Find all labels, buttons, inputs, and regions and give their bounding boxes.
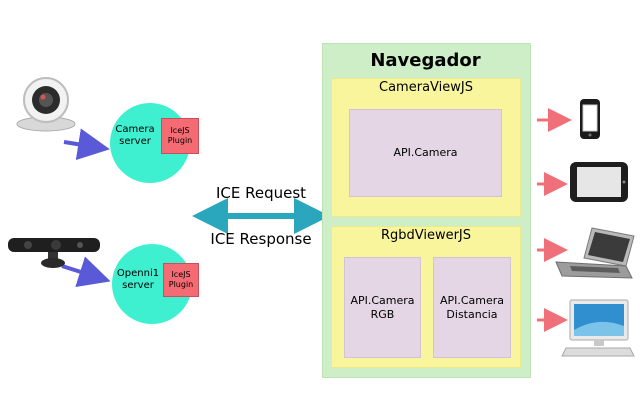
desktop-icon [561, 299, 635, 357]
openni-plugin-label-line2: Plugin [168, 280, 194, 289]
openni-plugin-label-line1: IceJS [171, 270, 191, 279]
rgbd-viewer-title: RgbdViewerJS [380, 228, 472, 243]
laptop-icon [555, 227, 635, 279]
openni-icejs-plugin: IceJS Plugin [163, 263, 199, 297]
camera-plugin-label-line2: Plugin [167, 136, 193, 145]
kinect-icon [8, 238, 100, 268]
webcam-to-camera-server-arrow [63, 128, 110, 161]
openni-server-label: Openni1 server [115, 268, 161, 292]
camera-server-label-line2: server [119, 136, 151, 147]
api-camera-rgb-line2: RGB [370, 307, 395, 321]
camera-viewer-title: CameraViewJS [379, 80, 473, 95]
tablet-icon [570, 162, 628, 202]
camera-plugin-label-line1: IceJS [170, 126, 190, 135]
camera-server-label-line1: Camera [115, 124, 155, 135]
browser-title: Navegador [370, 50, 481, 71]
kinect-to-openni-server-arrow [61, 256, 111, 287]
api-camera-label: API.Camera [393, 146, 458, 159]
api-camera-box: API.Camera [349, 109, 502, 197]
webcam-icon [16, 77, 76, 132]
openni-server-label-line1: Openni1 [116, 268, 160, 279]
api-camera-rgb-line1: API.Camera [350, 293, 415, 307]
api-camera-distancia-line2: Distancia [446, 307, 498, 321]
api-camera-distancia-box: API.Camera Distancia [433, 257, 511, 358]
api-camera-distancia-line1: API.Camera [439, 293, 505, 307]
smartphone-icon [580, 99, 600, 139]
camera-server-label: Camera server [112, 124, 158, 148]
ice-request-label: ICE Request [215, 184, 307, 202]
openni-server-label-line2: server [122, 280, 154, 291]
camera-icejs-plugin: IceJS Plugin [161, 118, 199, 154]
api-camera-rgb-box: API.Camera RGB [344, 257, 421, 358]
ice-response-label: ICE Response [210, 230, 312, 248]
